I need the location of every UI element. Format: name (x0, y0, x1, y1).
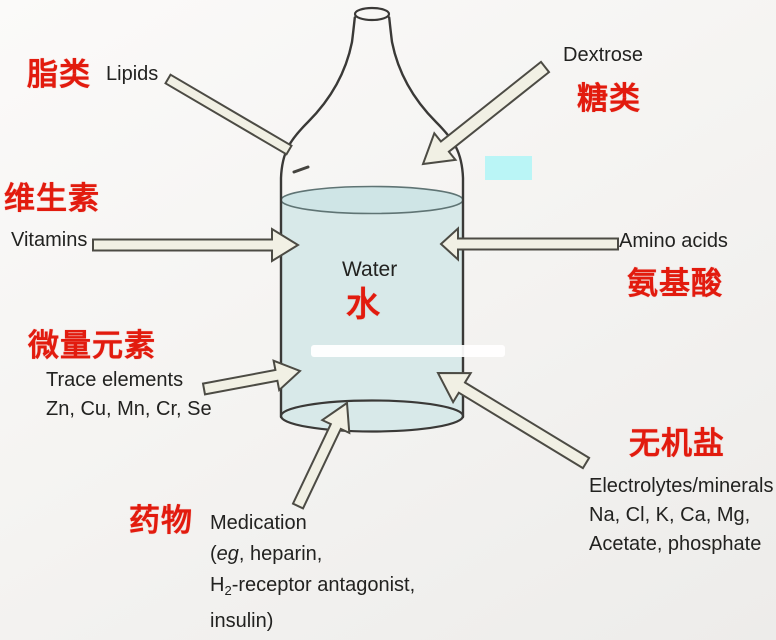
medication-eg-italic: eg (216, 543, 239, 565)
shoulder-dash-mark (292, 165, 310, 174)
liquid-surface-ellipse (280, 185, 464, 215)
medication-line-insulin: insulin) (210, 610, 274, 632)
electrolytes-title: Electrolytes/minerals (589, 475, 774, 497)
lipids-arrow (164, 73, 293, 156)
dextrose-label-en: Dextrose (563, 44, 644, 66)
amino-acids-label-cn: 氨基酸 (627, 266, 723, 301)
amino-acids-arrow (439, 226, 619, 262)
electrolytes-label-en: Electrolytes/minerals Na, Cl, K, Ca, Mg,… (589, 472, 774, 559)
bottle-bottom-ellipse (279, 399, 465, 433)
trace-elements-title: Trace elements (46, 369, 184, 391)
dextrose-label-cn: 糖类 (577, 81, 641, 116)
lipids-label-en: Lipids (106, 63, 159, 85)
trace-elements-arrow (201, 359, 302, 396)
vitamins-label-en: Vitamins (11, 229, 88, 251)
trace-elements-list: Zn, Cu, Mn, Cr, Se (46, 398, 212, 420)
lipids-label-cn: 脂类 (27, 57, 91, 92)
white-stripe (311, 345, 505, 357)
trace-elements-label-cn: 微量元素 (28, 328, 156, 363)
cyan-highlight-rect (485, 156, 532, 180)
medication-label-cn: 药物 (129, 503, 193, 538)
bottle-liquid (281, 200, 463, 427)
electrolytes-list-2: Acetate, phosphate (589, 533, 762, 555)
amino-acids-label-en: Amino acids (619, 230, 728, 252)
vitamins-arrow (92, 227, 300, 263)
vitamins-label-cn: 维生素 (4, 181, 100, 216)
medication-title: Medication (210, 512, 307, 534)
electrolytes-arrow (436, 371, 591, 470)
bottle-right-wall (388, 16, 465, 419)
trace-elements-label-en: Trace elements Zn, Cu, Mn, Cr, Se (46, 366, 212, 424)
medication-h2-subscript: 2 (224, 583, 232, 598)
water-label-cn: 水 (346, 286, 380, 324)
dextrose-arrow (421, 60, 551, 166)
bottle-neck-opening (353, 6, 391, 22)
medication-line-eg: (eg, heparin, (210, 543, 323, 565)
electrolytes-label-cn: 无机盐 (629, 426, 725, 461)
medication-arrow (291, 401, 351, 510)
medication-line-h2: H2-receptor antagonist, (210, 574, 416, 598)
water-label-en: Water (342, 258, 398, 281)
medication-label-en: Medication (eg, heparin, H2-receptor ant… (210, 508, 415, 637)
electrolytes-list-1: Na, Cl, K, Ca, Mg, (589, 504, 751, 526)
